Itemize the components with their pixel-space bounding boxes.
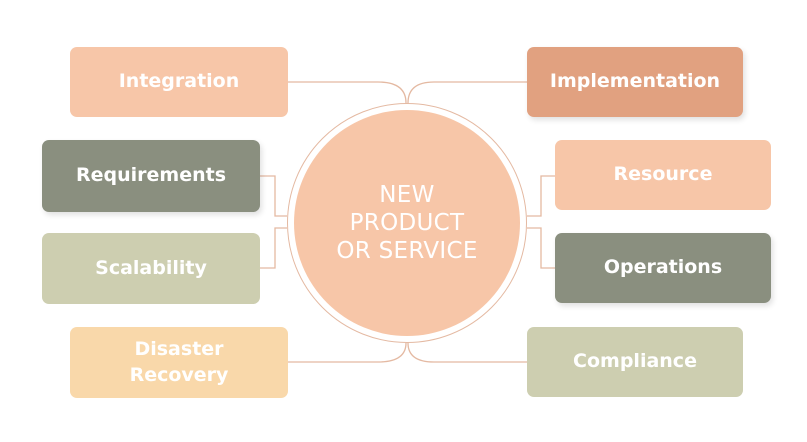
node-implementation-label: Implementation xyxy=(549,70,721,93)
connector-requirements xyxy=(260,175,287,217)
node-integration: Integration xyxy=(70,47,288,117)
node-scalability: Scalability xyxy=(42,233,260,304)
connector-compliance xyxy=(407,342,527,363)
node-requirements: Requirements xyxy=(42,140,260,212)
center-hub-label: NEW PRODUCT OR SERVICE xyxy=(336,181,478,265)
node-scalability-label: Scalability xyxy=(95,256,207,279)
node-implementation: Implementation xyxy=(527,47,743,117)
node-disaster-recovery: Disaster Recovery xyxy=(70,327,288,398)
connector-scalability xyxy=(260,227,287,269)
node-disaster-recovery-label: Disaster Recovery xyxy=(129,337,229,386)
connector-resource xyxy=(527,175,555,217)
connector-operations xyxy=(527,227,555,269)
connector-disaster-recovery xyxy=(288,342,407,363)
node-compliance-label: Compliance xyxy=(573,350,697,373)
node-requirements-label: Requirements xyxy=(75,164,226,187)
connector-integration xyxy=(288,81,407,104)
node-operations-label: Operations xyxy=(603,256,723,279)
node-integration-label: Integration xyxy=(118,70,240,93)
node-resource: Resource xyxy=(555,140,771,210)
connector-implementation xyxy=(407,81,527,104)
node-compliance: Compliance xyxy=(527,327,743,397)
node-resource-label: Resource xyxy=(613,163,713,186)
node-operations: Operations xyxy=(555,233,771,303)
center-hub: NEW PRODUCT OR SERVICE xyxy=(294,110,520,336)
